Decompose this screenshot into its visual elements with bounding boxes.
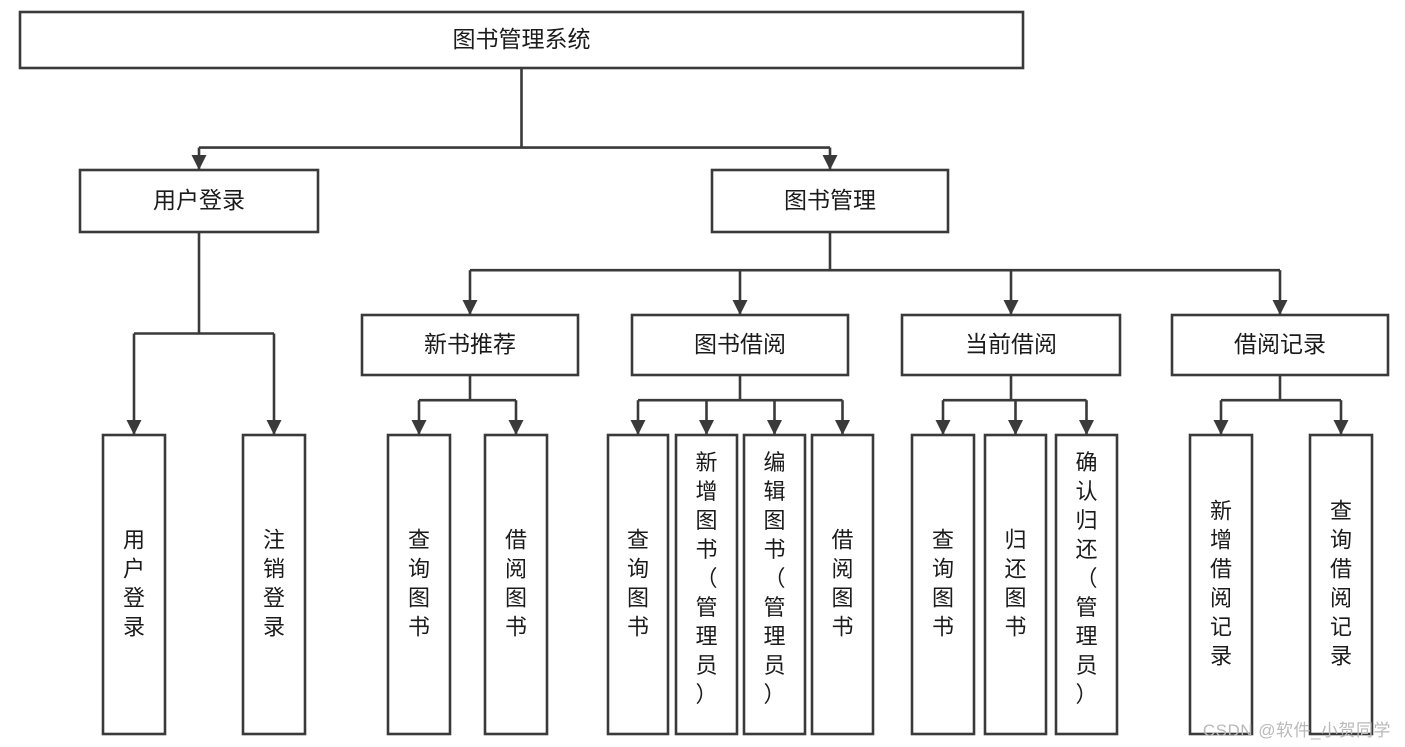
node-box: [810, 433, 875, 736]
node-box: [983, 433, 1048, 736]
node-label: 用户登录: [123, 528, 145, 640]
node-box: [900, 313, 1122, 377]
edge-arrowhead: [508, 420, 524, 435]
node-label: 新书推荐: [424, 331, 516, 357]
node-box: [360, 313, 580, 377]
node-root[interactable]: 图书管理系统: [18, 10, 1025, 70]
node-box: [1170, 313, 1390, 377]
node-leaf-borrow-query-book[interactable]: 查询图书: [606, 433, 670, 736]
node-box: [710, 168, 950, 234]
node-box: [674, 433, 739, 736]
node-label: 借阅记录: [1234, 331, 1326, 357]
node-label: 查询借阅记录: [1330, 499, 1352, 669]
node-label: 确认归还（管理员）: [1075, 450, 1097, 707]
node-box: [101, 433, 167, 736]
edge-arrowhead: [835, 420, 850, 435]
edge-arrowhead: [191, 155, 207, 170]
edge-arrowhead: [1008, 420, 1023, 435]
node-leaf-current-query-book[interactable]: 查询图书: [910, 433, 976, 736]
node-box: [606, 433, 670, 736]
node-box: [1188, 433, 1254, 736]
node-label: 图书借阅: [694, 331, 786, 357]
edge-arrowhead: [1272, 300, 1288, 315]
node-label: 新增图书（管理员）: [695, 450, 717, 707]
edge-arrowhead: [1213, 420, 1229, 435]
edge-arrowhead: [630, 420, 646, 435]
node-box: [483, 433, 549, 736]
node-label: 用户登录: [153, 187, 245, 213]
node-box: [1308, 433, 1374, 736]
edge-arrowhead: [699, 420, 714, 435]
edge-layer: [126, 68, 1349, 435]
node-label: 注销登录: [263, 528, 285, 640]
node-leaf-borrow-edit-book[interactable]: 编辑图书（管理员）: [742, 433, 807, 736]
node-layer: 图书管理系统用户登录图书管理新书推荐图书借阅当前借阅借阅记录用户登录注销登录查询…: [18, 10, 1390, 736]
node-box: [742, 433, 807, 736]
node-leaf-borrow-borrow-book[interactable]: 借阅图书: [810, 433, 875, 736]
edge-arrowhead: [822, 155, 838, 170]
node-n-book-borrow[interactable]: 图书借阅: [630, 313, 850, 377]
edge-arrowhead: [732, 300, 748, 315]
node-label: 编辑图书（管理员）: [763, 450, 785, 707]
node-box: [630, 313, 850, 377]
node-box: [1054, 433, 1119, 736]
edge-arrowhead: [126, 420, 142, 435]
edge-arrowhead: [1003, 300, 1019, 315]
node-box: [386, 433, 452, 736]
node-leaf-rec-query-book[interactable]: 查询图书: [386, 433, 452, 736]
node-label: 借阅图书: [831, 528, 853, 640]
node-label: 查询图书: [408, 528, 430, 640]
node-label: 归还图书: [1004, 528, 1026, 640]
node-label: 当前借阅: [965, 331, 1057, 357]
node-n-borrow-record[interactable]: 借阅记录: [1170, 313, 1390, 377]
node-label: 查询图书: [932, 528, 954, 640]
node-n-user-login[interactable]: 用户登录: [78, 168, 320, 234]
node-leaf-user-login[interactable]: 用户登录: [101, 433, 167, 736]
edge-arrowhead: [935, 420, 951, 435]
edge-arrowhead: [767, 420, 782, 435]
edge-arrowhead: [462, 300, 478, 315]
edge-arrowhead: [1079, 420, 1094, 435]
edge-arrowhead: [411, 420, 427, 435]
node-leaf-record-add[interactable]: 新增借阅记录: [1188, 433, 1254, 736]
edge-arrowhead: [266, 420, 282, 435]
node-n-book-manage[interactable]: 图书管理: [710, 168, 950, 234]
watermark-text: CSDN @软件_小贺同学: [1202, 721, 1391, 740]
node-box: [78, 168, 320, 234]
node-box: [241, 433, 307, 736]
node-leaf-record-query[interactable]: 查询借阅记录: [1308, 433, 1374, 736]
node-label: 图书管理系统: [453, 26, 591, 52]
node-label: 图书管理: [784, 187, 876, 213]
node-leaf-user-logout[interactable]: 注销登录: [241, 433, 307, 736]
node-leaf-current-confirm-return[interactable]: 确认归还（管理员）: [1054, 433, 1119, 736]
node-leaf-current-return-book[interactable]: 归还图书: [983, 433, 1048, 736]
node-box: [18, 10, 1025, 70]
node-n-new-book-rec[interactable]: 新书推荐: [360, 313, 580, 377]
node-n-current-borrow[interactable]: 当前借阅: [900, 313, 1122, 377]
node-box: [910, 433, 976, 736]
node-label: 借阅图书: [505, 528, 527, 640]
node-label: 新增借阅记录: [1210, 499, 1232, 669]
node-leaf-borrow-add-book[interactable]: 新增图书（管理员）: [674, 433, 739, 736]
node-leaf-rec-borrow-book[interactable]: 借阅图书: [483, 433, 549, 736]
node-label: 查询图书: [627, 528, 649, 640]
edge-arrowhead: [1333, 420, 1349, 435]
